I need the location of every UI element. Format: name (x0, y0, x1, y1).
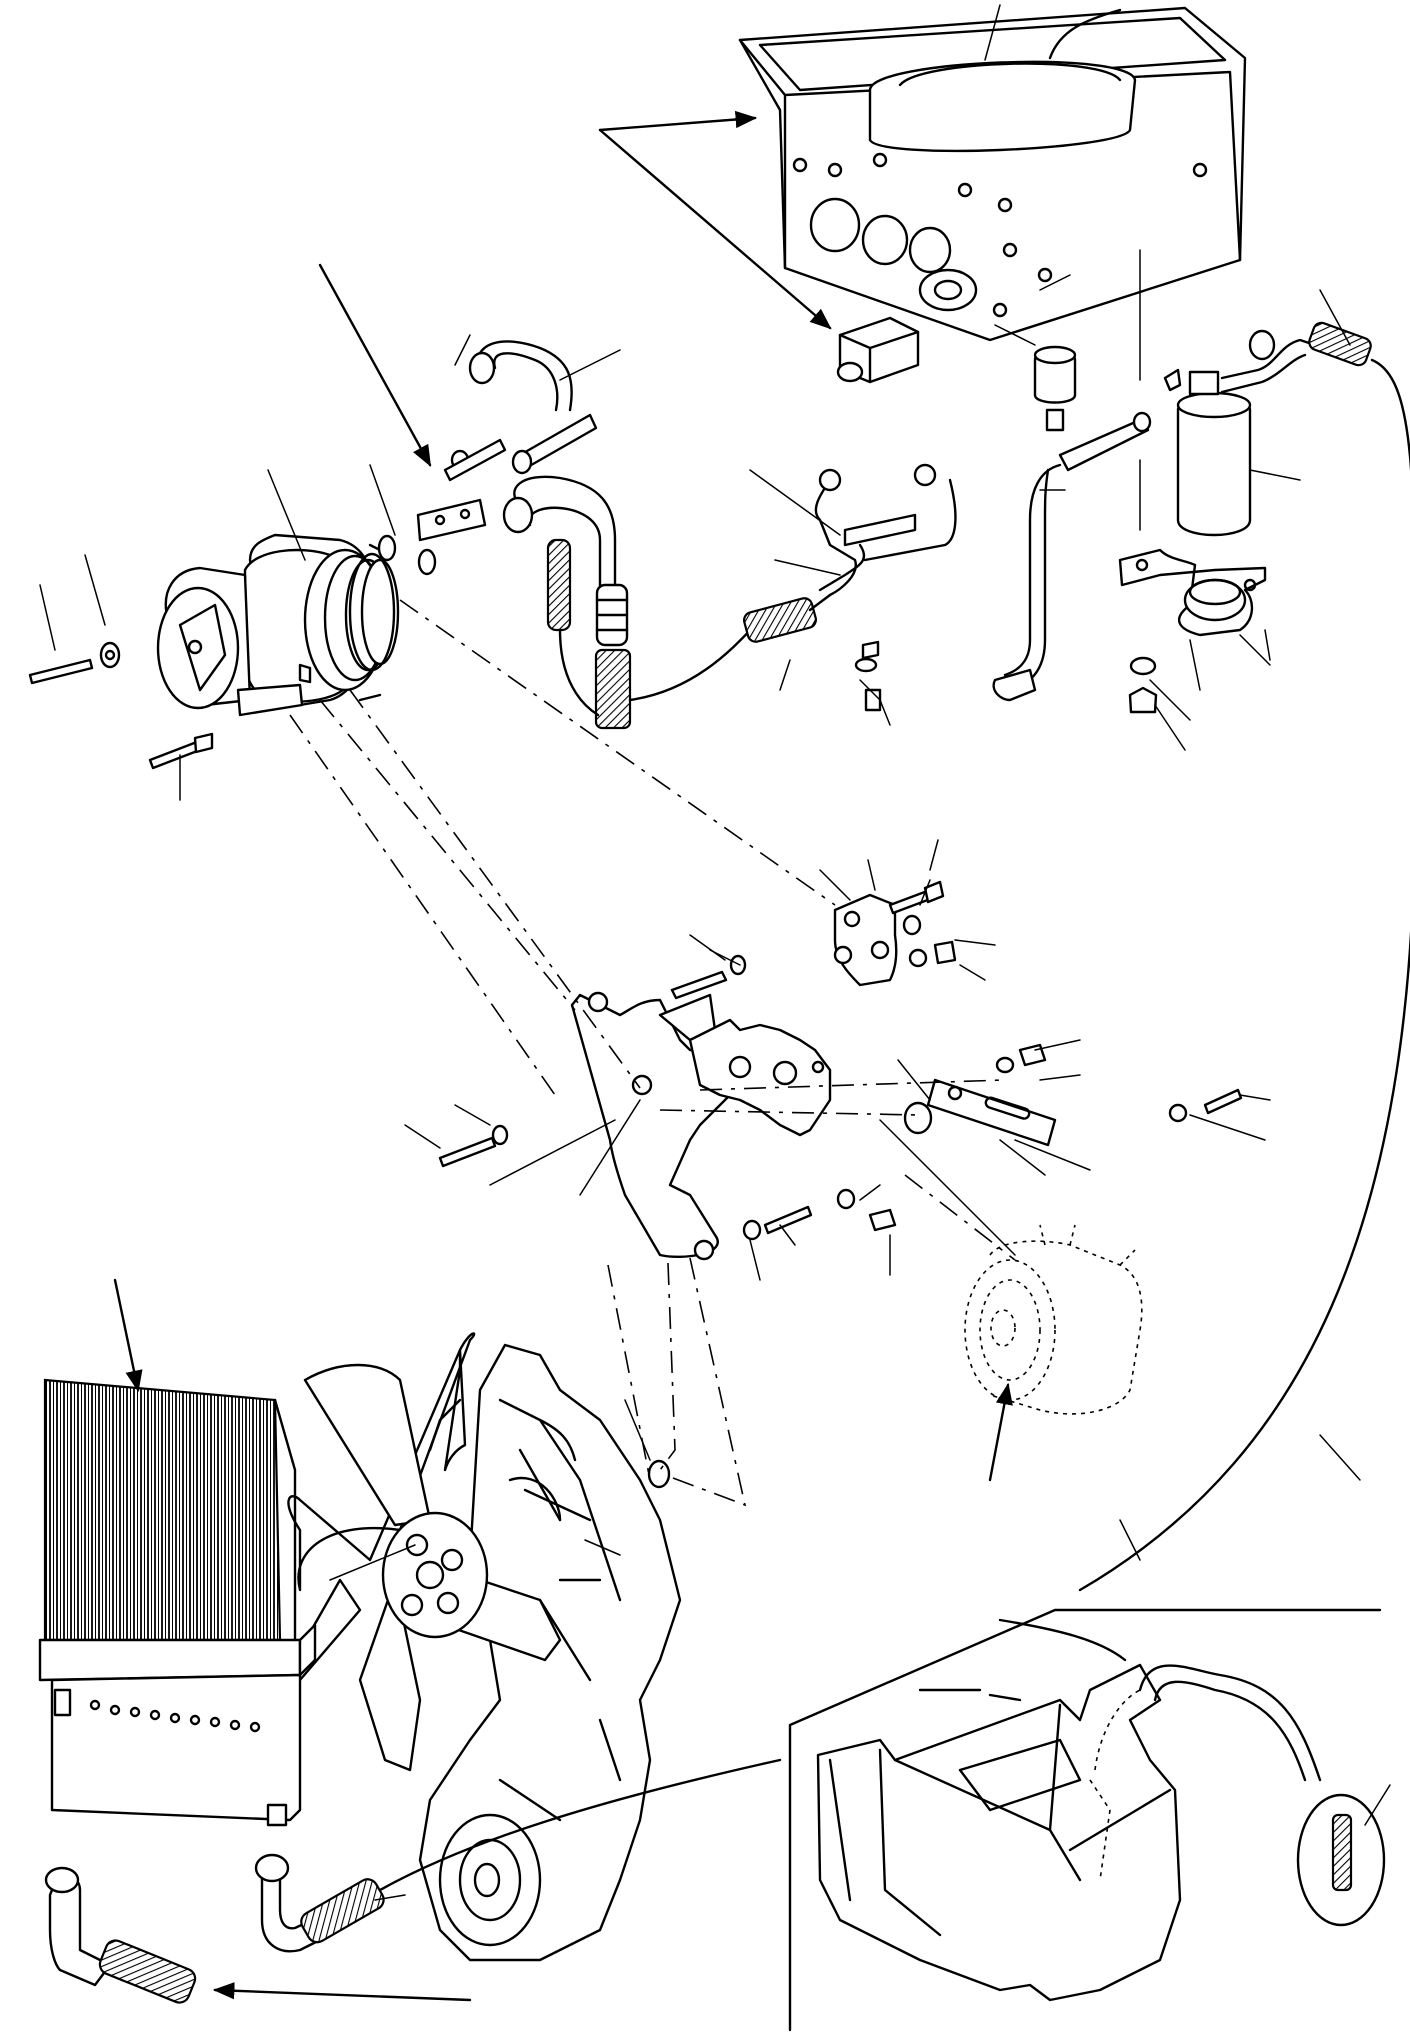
dryer-fasteners (854, 640, 1158, 714)
callout-leader-line (369, 464, 396, 536)
condenser (38, 1378, 782, 2004)
compressor-fittings (377, 413, 598, 576)
callout-leader-line (579, 1099, 641, 1196)
callout-leader-line (454, 1104, 491, 1126)
callout-leader-line (374, 1894, 406, 1901)
callout-leader-line (1034, 1039, 1081, 1051)
belt-tension-link (903, 1078, 1057, 1147)
callout-leader-line (1039, 1074, 1081, 1081)
callout-leader-line (1039, 274, 1071, 291)
callout-leaders (39, 4, 1391, 1901)
cab-floor-inset (788, 1608, 1386, 2032)
callout-leader-line (879, 699, 891, 726)
ac-hoses-upper (468, 340, 1152, 730)
callout-leader-line (779, 659, 791, 691)
callout-leader-line (954, 939, 996, 946)
callout-leader-line (489, 1119, 616, 1186)
heater-unit-housing (738, 6, 1247, 342)
callout-leader-line (994, 324, 1036, 346)
callout-leader-line (859, 679, 881, 701)
engine-fan (283, 1332, 602, 1772)
callout-leader-line (689, 934, 726, 961)
callout-leader-line (819, 869, 851, 901)
receiver-dryer (1078, 249, 1410, 1592)
callout-leader-line (749, 1239, 761, 1281)
callout-leader-line (774, 559, 841, 576)
callout-leader-line (329, 1544, 416, 1581)
pressure-switch (1033, 345, 1077, 432)
compressor-bolts (28, 641, 214, 770)
compressor-mounting-bracket (570, 893, 898, 1261)
callout-leader-line (959, 964, 986, 981)
callout-leader-line (1239, 634, 1271, 666)
expansion-valve-block (836, 316, 920, 384)
callout-leader-line (1149, 679, 1191, 721)
callout-leader-line (624, 1399, 651, 1461)
callout-leader-line (897, 1059, 931, 1101)
reference-arrows (113, 110, 1013, 2002)
callout-leader-line (1119, 1519, 1141, 1561)
callout-leader-line (867, 859, 876, 891)
callout-leader-line (1189, 639, 1201, 691)
dryer-bracket (1118, 548, 1267, 637)
callout-leader-line (1319, 1434, 1361, 1481)
callout-leader-line (919, 879, 931, 906)
callout-leader-line (859, 1184, 881, 1201)
callout-leader-line (454, 334, 471, 366)
callout-leader-line (779, 1224, 796, 1246)
callout-leader-line (929, 839, 939, 871)
callout-leader-line (559, 349, 621, 381)
callout-leader-line (749, 469, 841, 536)
callout-leader-line (1189, 1114, 1266, 1141)
callout-leader-line (709, 949, 741, 966)
callout-leader-line (1239, 1094, 1271, 1101)
callout-leader-line (984, 4, 1001, 61)
callout-leader-line (1364, 1784, 1391, 1826)
callout-leader-line (1014, 1139, 1091, 1171)
bracket-fasteners (438, 880, 1243, 1489)
callout-leader-line (999, 1139, 1046, 1176)
callout-leader-line (584, 1539, 621, 1556)
callout-leader-line (1249, 469, 1301, 481)
callout-leader-line (1154, 704, 1186, 751)
callout-leader-line (1319, 289, 1351, 346)
ac-compressor (156, 533, 400, 717)
callout-leader-line (404, 1124, 441, 1149)
alternator (964, 1224, 1143, 1415)
callout-leader-line (84, 554, 106, 626)
callout-leader-line (267, 469, 306, 561)
callout-leader-line (39, 584, 56, 651)
callout-leader-line (1264, 629, 1271, 661)
